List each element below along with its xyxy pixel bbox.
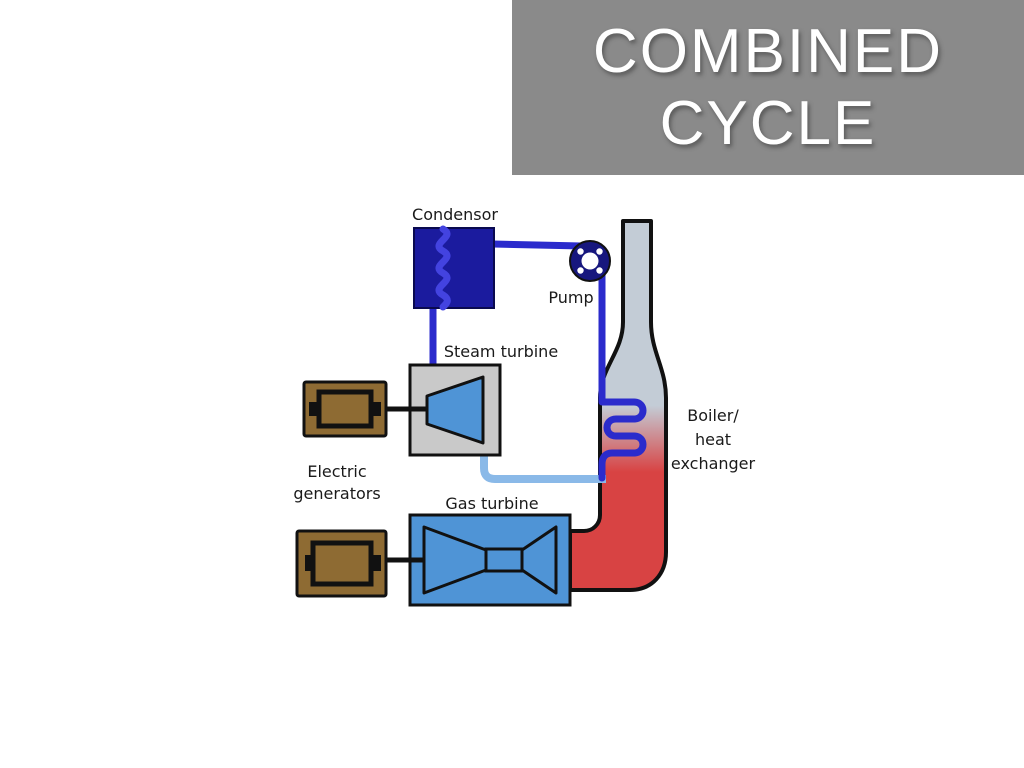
gas-turbine-combustor [484, 547, 524, 573]
generator-steam [302, 380, 388, 438]
steam-turbine-rotor [425, 375, 485, 445]
pump-roller-3 [577, 267, 584, 274]
steam-pipe [480, 451, 606, 483]
generator-1-core [316, 389, 374, 429]
generator-gas [295, 529, 388, 598]
condensor-box [413, 227, 495, 309]
generator-1-terminal-right [371, 402, 381, 416]
generator-1-terminal-left [309, 402, 319, 416]
label-pump: Pump [548, 288, 593, 307]
title-line-1: COMBINED [592, 16, 944, 86]
pipe-condensor-to-pump [492, 240, 583, 250]
title-banner: COMBINED CYCLE [512, 0, 1024, 175]
generator-2-core [310, 540, 374, 587]
pump-roller-4 [577, 248, 584, 255]
gas-turbine-turbine-stage [520, 525, 558, 595]
label-steam-turbine: Steam turbine [444, 342, 558, 361]
generator-2-terminal-left [305, 555, 315, 571]
label-condensor: Condensor [412, 205, 498, 224]
label-electric-generators-line1: Electric [307, 462, 366, 481]
label-boiler-line1: Boiler/ [687, 406, 739, 425]
label-boiler-line3: exchanger [671, 454, 756, 473]
pump-roller-1 [596, 248, 603, 255]
title-line-2: CYCLE [659, 88, 877, 158]
generator-2-terminal-right [371, 555, 381, 571]
label-electric-generators-line2: generators [293, 484, 380, 503]
pump-roller-2 [596, 267, 603, 274]
pump-hub [581, 252, 599, 270]
pump-symbol [569, 240, 611, 282]
label-gas-turbine: Gas turbine [445, 494, 538, 513]
feedwater-pipe-and-boiler-coil [598, 258, 647, 482]
label-boiler-line2: heat [695, 430, 731, 449]
condensor-coil [435, 225, 451, 311]
